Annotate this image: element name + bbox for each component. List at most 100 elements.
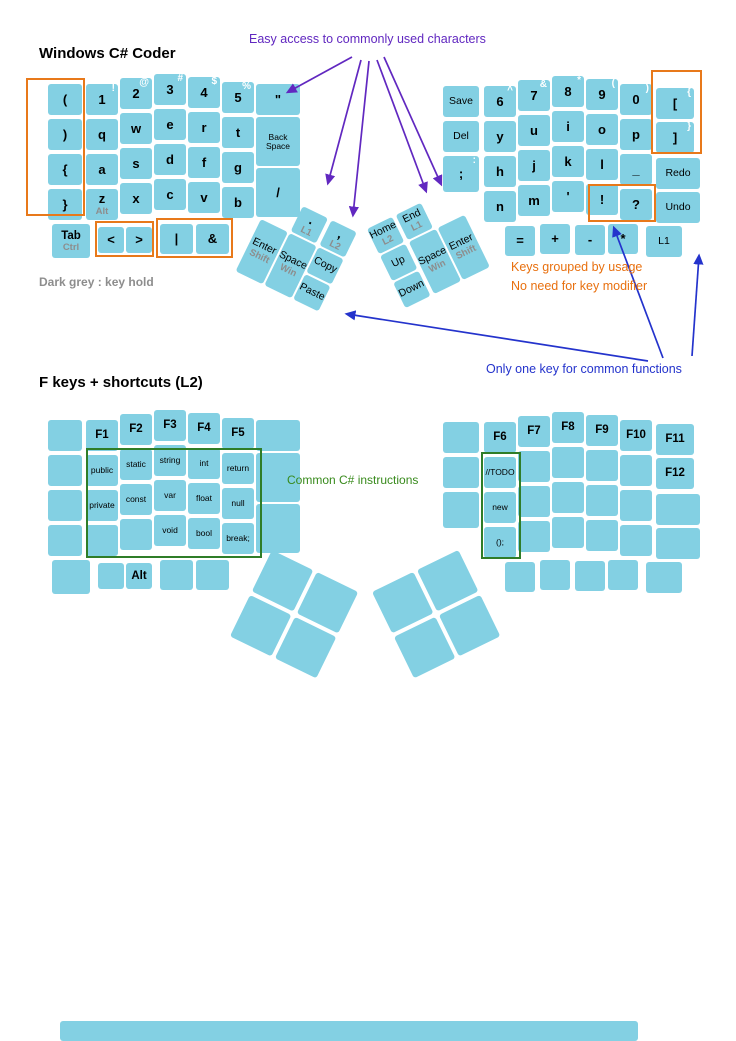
annotation-grouped-by-usage: Keys grouped by usage	[511, 260, 643, 274]
key-label: Alt	[131, 569, 147, 582]
key-4: $4	[188, 76, 220, 108]
key-greater-than: >	[126, 227, 152, 253]
key-blank	[518, 486, 550, 517]
key-int: int	[188, 448, 220, 479]
key-label: F11	[665, 433, 685, 446]
key-redo: Redo	[656, 158, 700, 189]
key-f12: F12	[656, 458, 694, 489]
shift-legend: @	[139, 77, 149, 88]
key-blank	[196, 560, 229, 590]
key-label: private	[89, 500, 115, 511]
key-label: f	[201, 154, 207, 170]
key-5: %5	[222, 81, 254, 113]
key-return: return	[222, 453, 254, 484]
arrow	[348, 60, 370, 218]
key-label: float	[195, 493, 213, 504]
key-p: p	[620, 119, 652, 150]
key-label: 9	[598, 86, 606, 102]
key-label: void	[162, 525, 178, 536]
key-blank	[443, 422, 479, 453]
shift-legend: *	[577, 75, 581, 86]
key-f8: F8	[552, 412, 584, 443]
key-blank	[656, 528, 700, 559]
key-label: Down	[396, 277, 427, 301]
key-apostrophe: '	[552, 181, 584, 212]
next-page-key-strip	[60, 1021, 638, 1041]
hold-label: L1	[409, 219, 425, 234]
key-label: w	[130, 120, 142, 136]
key-null: null	[222, 488, 254, 519]
key-pipe: |	[160, 224, 193, 254]
key-h: h	[484, 156, 516, 187]
key-r: r	[188, 112, 220, 143]
key-private: private	[86, 490, 118, 521]
key-label: g	[234, 159, 242, 175]
key-slash: /	[256, 168, 300, 217]
key-label: r	[201, 119, 207, 135]
key-label: l	[600, 156, 604, 172]
key-label: m	[528, 192, 540, 208]
key-blank	[586, 450, 618, 481]
key-u: u	[518, 115, 550, 146]
key-plus: +	[540, 224, 570, 254]
key-label: ?	[632, 196, 640, 212]
arrow	[325, 59, 362, 186]
key-blank	[256, 420, 300, 451]
key-v: v	[188, 182, 220, 213]
shift-legend: !	[111, 83, 115, 94]
key-label: //TODO	[485, 467, 515, 478]
key-label: {	[62, 161, 68, 177]
key-label: Copy	[311, 254, 339, 277]
key-label: k	[564, 153, 572, 169]
key-open-paren: (	[48, 84, 82, 115]
highlight-box-orange	[26, 78, 85, 216]
key-o: o	[586, 114, 618, 145]
key-label: F3	[163, 419, 177, 432]
key-label: "	[274, 91, 282, 107]
key-blank	[608, 560, 638, 590]
key-double-quote: "	[256, 84, 300, 115]
key-string: string	[154, 445, 186, 476]
key-f4: F4	[188, 413, 220, 444]
key-label: string	[159, 455, 181, 466]
shift-legend: }	[687, 121, 691, 132]
key-blank	[620, 525, 652, 556]
key-blank	[620, 490, 652, 521]
key-label: a	[98, 161, 106, 177]
key-label: x	[132, 190, 140, 206]
key-3: #3	[154, 73, 186, 105]
key-label: o	[598, 121, 606, 137]
key-label: F2	[129, 423, 143, 436]
key-const: const	[120, 484, 152, 515]
key-blank	[552, 447, 584, 478]
annotation-no-modifier: No need for key modifier	[511, 279, 648, 293]
key-label: F8	[561, 421, 575, 434]
key-label: c	[166, 186, 174, 202]
key-blank	[586, 485, 618, 516]
key-label: (	[62, 91, 68, 107]
key-blank	[256, 504, 300, 553]
key-blank	[505, 562, 535, 592]
key-q: q	[86, 119, 118, 150]
key-new: new	[484, 492, 516, 523]
key-blank	[620, 455, 652, 486]
key-8: *8	[552, 75, 584, 107]
key-label: )	[62, 126, 68, 142]
key-f7: F7	[518, 416, 550, 447]
key-label: !	[599, 191, 605, 207]
key-question: ?	[620, 189, 652, 220]
key-c: c	[154, 179, 186, 210]
key-blank	[52, 560, 90, 594]
key-blank	[540, 560, 570, 590]
key-blank	[160, 560, 193, 590]
key-f5: F5	[222, 418, 254, 449]
arrow	[383, 56, 443, 187]
annotation-key-hold-note: Dark grey : key hold	[39, 275, 154, 289]
key-blank	[48, 455, 82, 486]
key-blank	[48, 490, 82, 521]
key-label: ;	[458, 166, 464, 182]
key-public: public	[86, 455, 118, 486]
key-label: static	[126, 459, 146, 470]
key-blank	[120, 519, 152, 550]
